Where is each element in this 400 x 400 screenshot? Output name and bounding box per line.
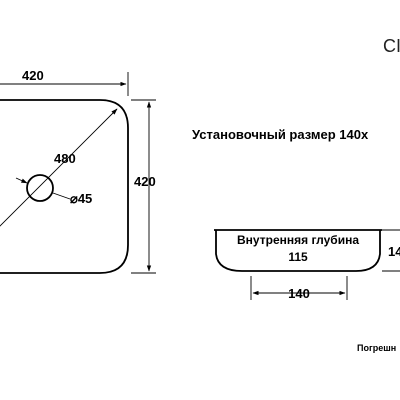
- side-view: 14 Внутренняя глубина 115 140: [214, 229, 400, 301]
- basin-outline: [0, 99, 129, 274]
- basin-profile: [215, 230, 381, 272]
- footnote: Погрешн: [357, 343, 396, 353]
- drain-leader-arrow: [15, 177, 28, 184]
- width-label: 420: [22, 68, 44, 83]
- inner-depth-value: 115: [288, 250, 308, 264]
- installation-size-label: Установочный размер 140х: [192, 127, 369, 142]
- drain-hole: [26, 174, 54, 202]
- diagonal-dimension-line: [0, 108, 118, 227]
- model-code: CI: [383, 36, 400, 56]
- diagonal-label: 480: [54, 151, 76, 166]
- side-height-label: 14: [388, 244, 400, 259]
- plan-view: 420 420 480 ⌀45: [0, 68, 156, 274]
- base-width-label: 140: [288, 286, 310, 301]
- inner-depth-caption: Внутренняя глубина: [237, 233, 359, 247]
- drain-diameter-label: ⌀45: [70, 191, 92, 206]
- drain-leader-line: [52, 192, 71, 200]
- height-label: 420: [134, 174, 156, 189]
